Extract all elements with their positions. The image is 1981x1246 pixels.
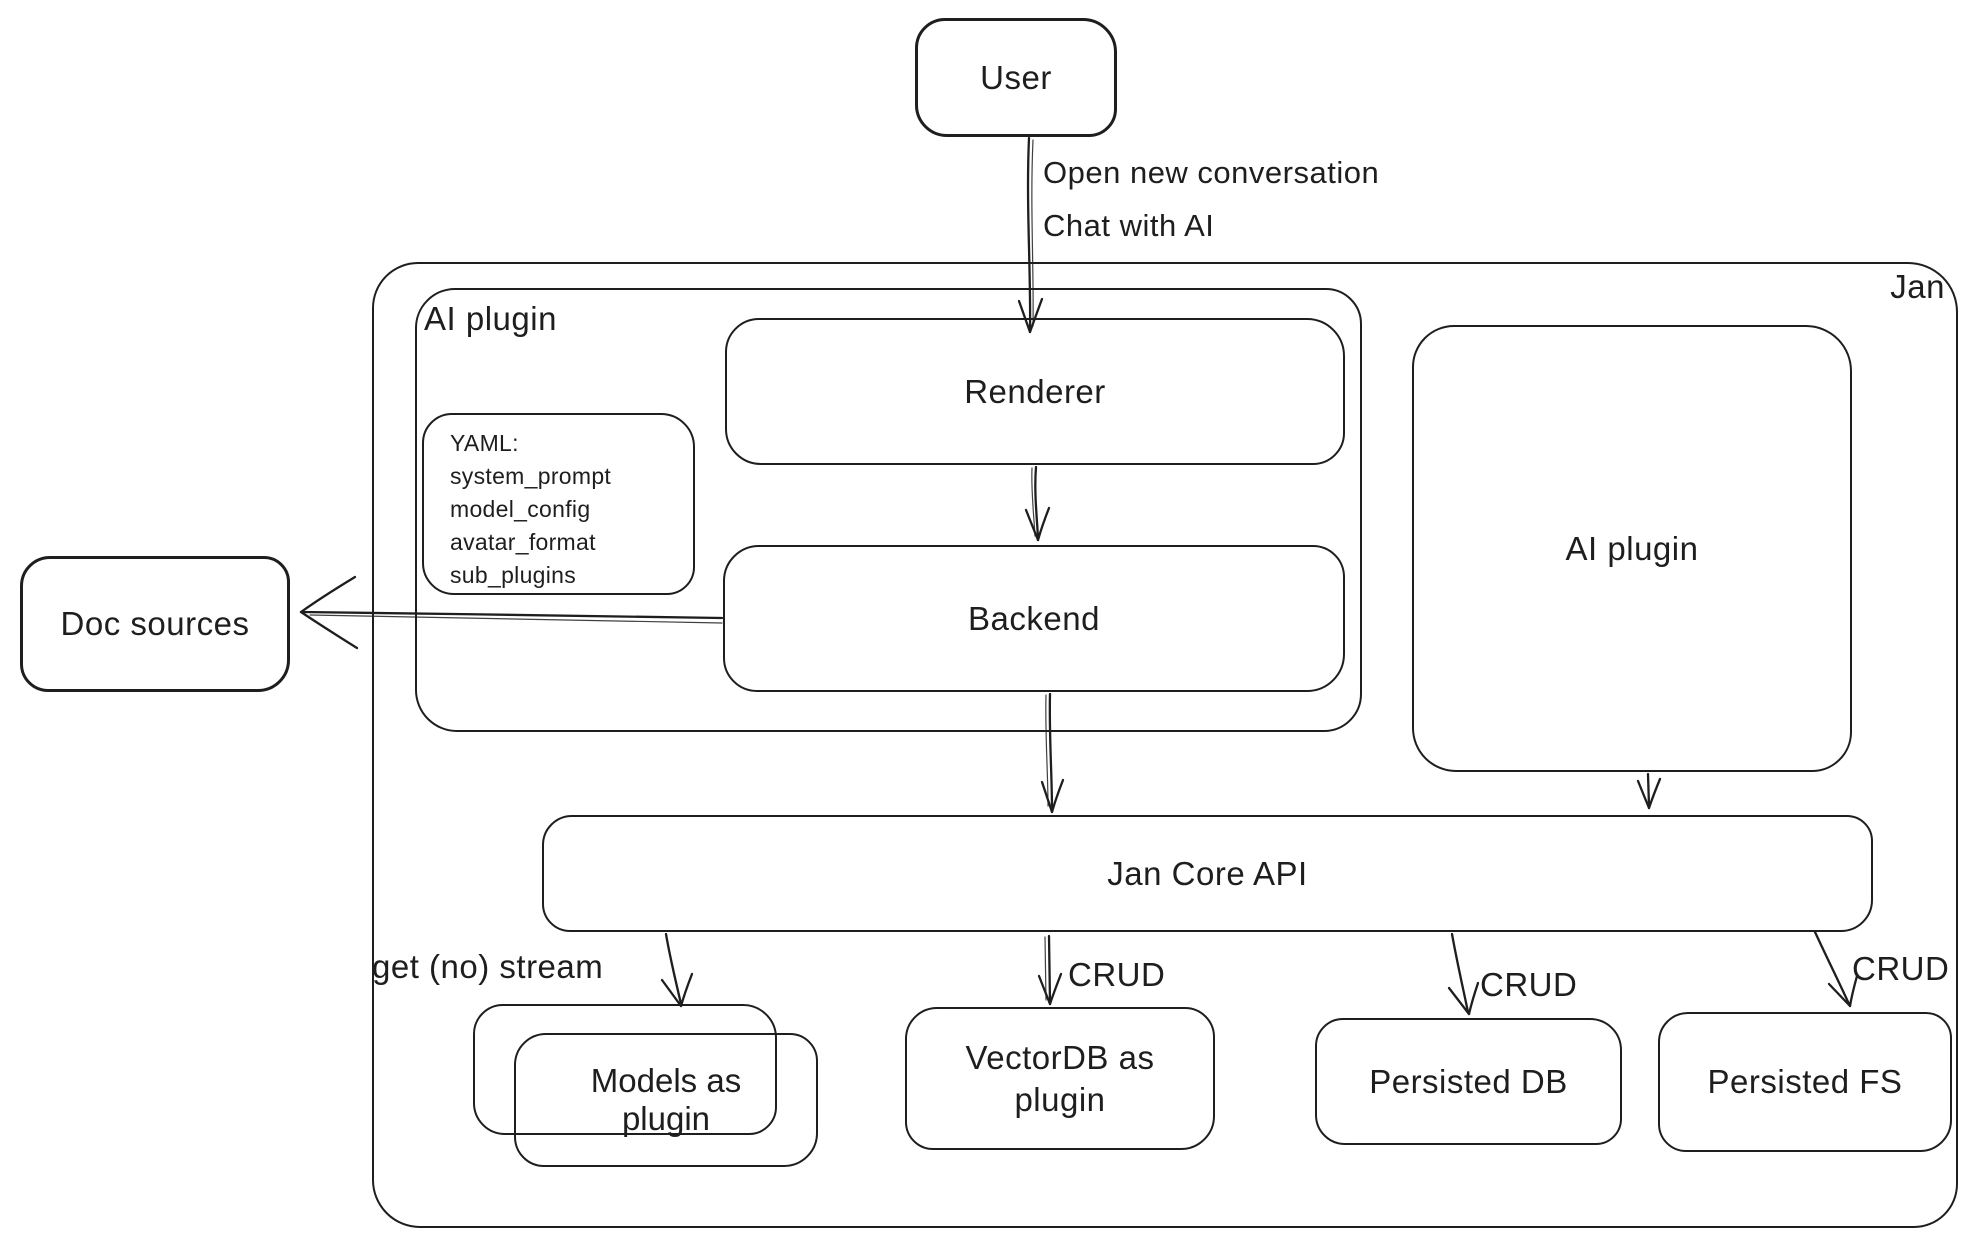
node-user: User	[915, 18, 1117, 137]
edge-label-crud-persisted-fs: CRUD	[1852, 950, 1950, 987]
node-renderer: Renderer	[725, 318, 1345, 465]
edge-label-chat-with-ai: Chat with AI	[1043, 208, 1215, 243]
container-ai-plugin-label: AI plugin	[424, 300, 557, 337]
node-persisted-fs: Persisted FS	[1658, 1012, 1952, 1152]
node-models-as-plugin-label-wrap: Models as plugin	[514, 1040, 818, 1160]
container-ai-plugin	[415, 288, 1362, 732]
edge-label-crud-vectordb: CRUD	[1068, 956, 1166, 993]
node-backend-label: Backend	[968, 599, 1100, 637]
yaml-line-model-config: model_config	[450, 496, 591, 522]
node-jan-core-api-label: Jan Core API	[1107, 854, 1308, 892]
container-jan-label: Jan	[1890, 268, 1945, 305]
node-persisted-db: Persisted DB	[1315, 1018, 1622, 1145]
yaml-line-title: YAML:	[450, 430, 519, 456]
node-jan-core-api: Jan Core API	[542, 815, 1873, 932]
container-jan	[372, 262, 1958, 1228]
node-persisted-fs-label: Persisted FS	[1707, 1063, 1903, 1101]
node-ai-plugin-right: AI plugin	[1412, 325, 1852, 772]
edge-label-get-no-stream: get (no) stream	[372, 948, 604, 985]
node-doc-sources-label: Doc sources	[60, 605, 250, 643]
yaml-line-system-prompt: system_prompt	[450, 463, 612, 489]
node-backend: Backend	[723, 545, 1345, 692]
node-renderer-label: Renderer	[964, 372, 1106, 410]
node-user-label: User	[980, 58, 1052, 96]
node-ai-plugin-right-label: AI plugin	[1565, 529, 1699, 567]
node-models-as-plugin	[514, 1033, 818, 1167]
node-persisted-db-label: Persisted DB	[1369, 1062, 1568, 1100]
node-vectordb-as-plugin: VectorDB as plugin	[905, 1007, 1215, 1150]
node-models-as-plugin-label: Models as plugin	[590, 1062, 742, 1137]
yaml-line-avatar-format: avatar_format	[450, 529, 596, 555]
note-yaml-config: YAML: system_prompt model_config avatar_…	[422, 413, 695, 595]
node-models-as-plugin-back	[473, 1004, 777, 1135]
node-doc-sources: Doc sources	[20, 556, 290, 692]
edge-label-crud-persisted-db: CRUD	[1480, 966, 1578, 1003]
node-vectordb-as-plugin-label: VectorDB as plugin	[965, 1039, 1155, 1118]
edge-label-open-new-conversation: Open new conversation	[1043, 155, 1380, 190]
yaml-line-sub-plugins: sub_plugins	[450, 562, 577, 588]
